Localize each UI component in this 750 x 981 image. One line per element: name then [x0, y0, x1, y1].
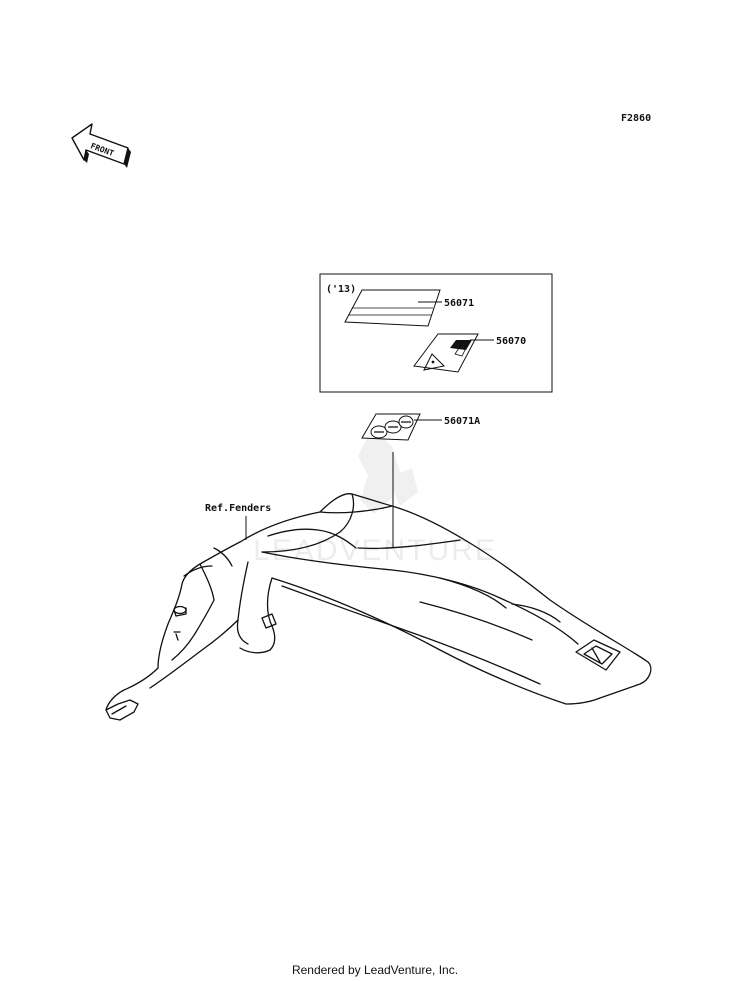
part-number-56071: 56071: [444, 298, 474, 309]
front-arrow-icon: FRONT: [71, 123, 131, 168]
model-year-box: [319, 273, 553, 393]
watermark: LEADVENTURE: [253, 428, 497, 567]
reference-label: Ref.Fenders: [205, 503, 271, 514]
part-number-56070: 56070: [496, 336, 526, 347]
rear-fender-drawing: [105, 493, 652, 721]
watermark-text: LEADVENTURE: [253, 534, 497, 567]
footer-credit: Rendered by LeadVenture, Inc.: [291, 963, 459, 977]
box-note: ('13): [326, 284, 356, 295]
part-56071a-emblem-label-icon: [361, 413, 421, 441]
part-number-56071a: 56071A: [444, 416, 480, 427]
watermark-logo-icon: [358, 428, 418, 514]
figure-code: F2860: [621, 113, 651, 124]
part-56070-warning-label-icon: [413, 333, 479, 373]
part-56071-label-icon: [344, 289, 441, 327]
